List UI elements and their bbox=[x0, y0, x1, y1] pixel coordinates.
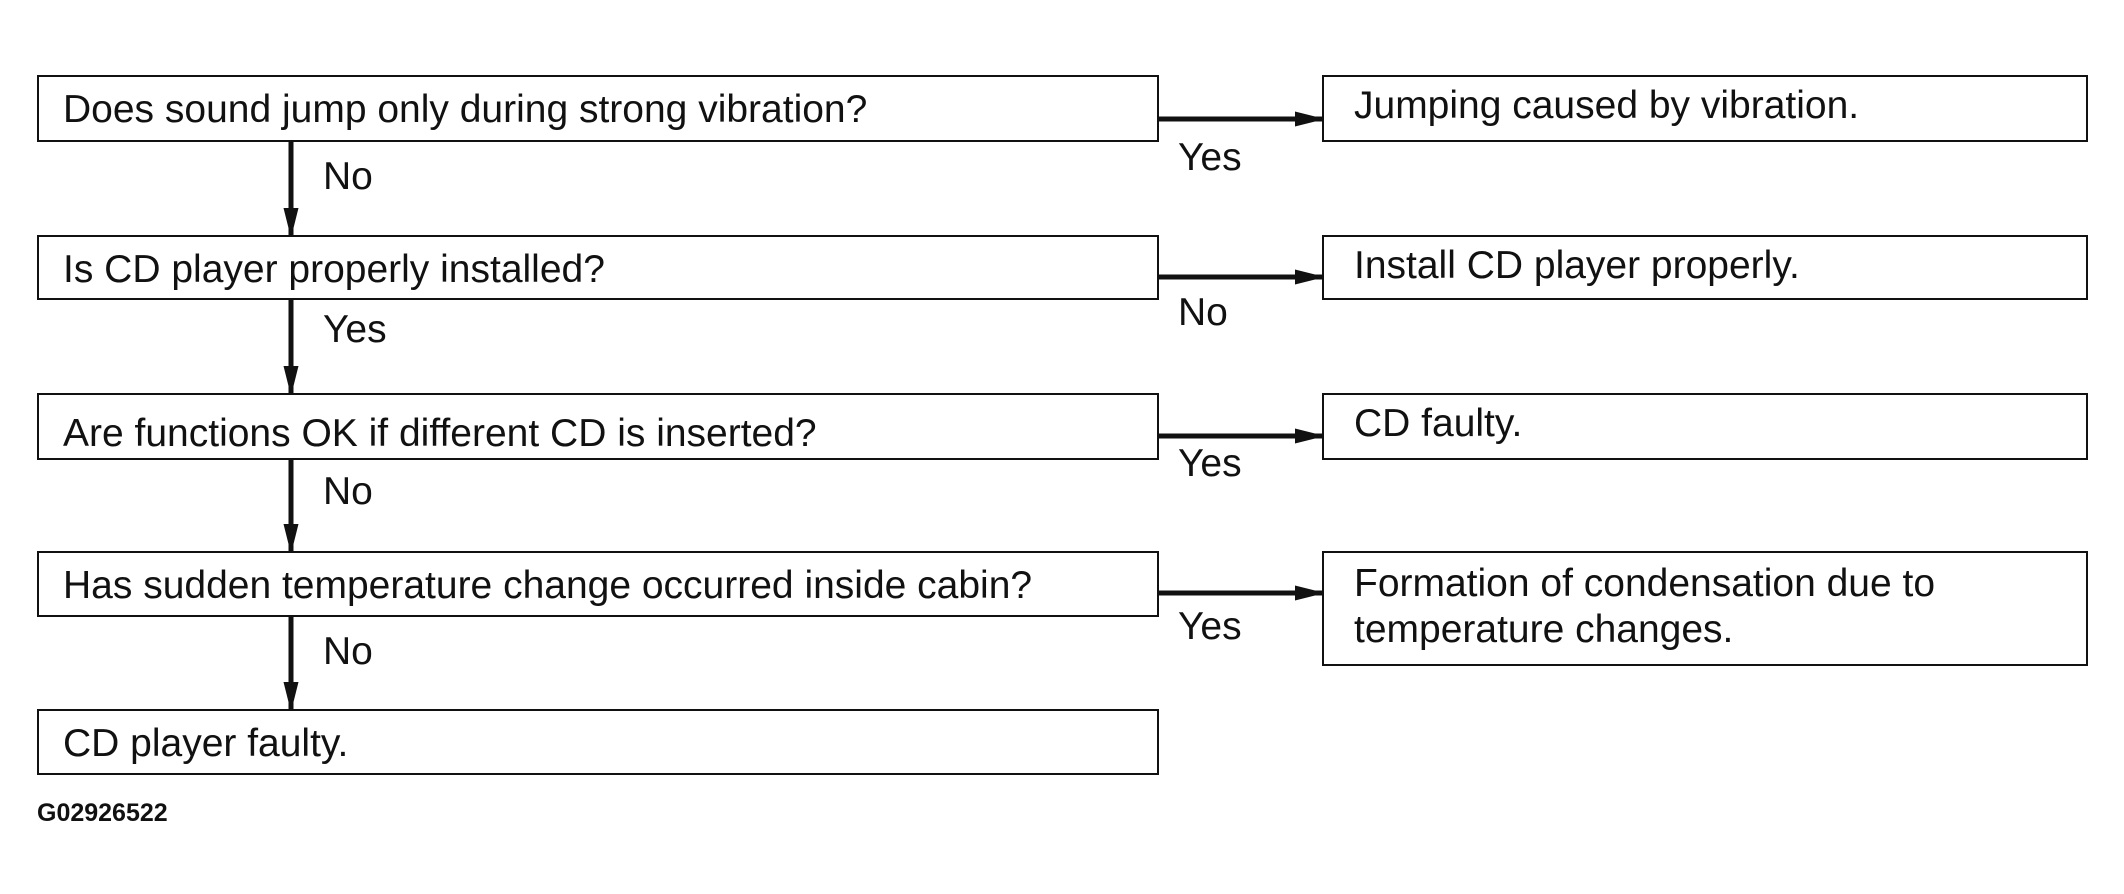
question-text-1: Does sound jump only during strong vibra… bbox=[63, 88, 868, 131]
outcome-box-1: Jumping caused by vibration. bbox=[1322, 75, 2088, 142]
figure-code: G02926522 bbox=[37, 799, 168, 827]
final-result-box: CD player faulty. bbox=[37, 709, 1159, 775]
side-label-2: No bbox=[1178, 291, 1228, 334]
outcome-text-4: Formation of condensation due to tempera… bbox=[1354, 562, 1936, 651]
outcome-box-3: CD faulty. bbox=[1322, 393, 2088, 460]
question-box-3: Are functions OK if different CD is inse… bbox=[37, 393, 1159, 460]
outcome-box-2: Install CD player properly. bbox=[1322, 235, 2088, 300]
final-result-text: CD player faulty. bbox=[63, 722, 349, 765]
side-label-3: Yes bbox=[1178, 442, 1242, 485]
outcome-text-1: Jumping caused by vibration. bbox=[1354, 84, 1860, 127]
side-label-4: Yes bbox=[1178, 605, 1242, 648]
down-label-4: No bbox=[323, 630, 373, 673]
down-label-1: No bbox=[323, 155, 373, 198]
outcome-box-4: Formation of condensation due to tempera… bbox=[1322, 551, 2088, 666]
question-text-4: Has sudden temperature change occurred i… bbox=[63, 564, 1033, 607]
question-box-2: Is CD player properly installed? bbox=[37, 235, 1159, 300]
question-box-4: Has sudden temperature change occurred i… bbox=[37, 551, 1159, 617]
outcome-text-2: Install CD player properly. bbox=[1354, 244, 1800, 287]
question-text-3: Are functions OK if different CD is inse… bbox=[63, 412, 817, 455]
question-text-2: Is CD player properly installed? bbox=[63, 248, 605, 291]
question-box-1: Does sound jump only during strong vibra… bbox=[37, 75, 1159, 142]
down-label-3: No bbox=[323, 470, 373, 513]
side-label-1: Yes bbox=[1178, 136, 1242, 179]
outcome-text-3: CD faulty. bbox=[1354, 402, 1523, 445]
down-label-2: Yes bbox=[323, 308, 387, 351]
